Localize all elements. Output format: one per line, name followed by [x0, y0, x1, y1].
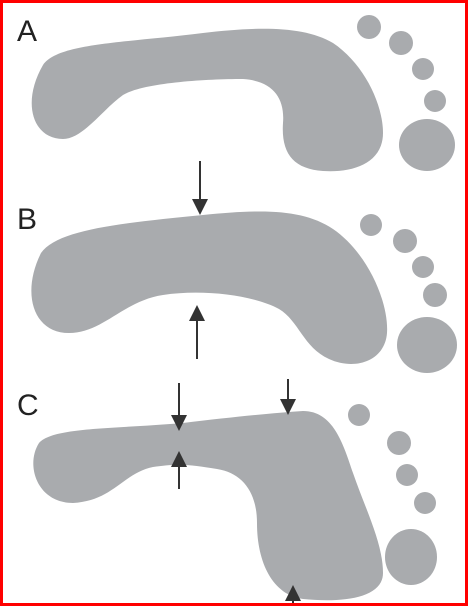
toe-a-4 — [424, 90, 446, 112]
footprint-b-body — [31, 212, 387, 364]
toe-c-4 — [414, 492, 436, 514]
toe-a-big — [399, 119, 455, 171]
toe-a-1 — [357, 15, 381, 39]
toe-c-1 — [348, 404, 370, 426]
toe-a-3 — [412, 58, 434, 80]
toe-b-2 — [393, 229, 417, 253]
toe-b-3 — [412, 256, 434, 278]
footprint-diagram — [3, 3, 465, 603]
footprint-a-body — [32, 29, 383, 172]
toe-c-3 — [396, 464, 418, 486]
toe-b-4 — [423, 283, 447, 307]
toe-b-big — [397, 317, 457, 373]
footprint-b — [31, 161, 457, 373]
footprint-c-body — [33, 411, 383, 600]
toe-c-2 — [387, 431, 411, 455]
toe-c-big — [385, 529, 437, 585]
footprint-c — [33, 379, 437, 603]
toe-b-1 — [360, 214, 382, 236]
toe-a-2 — [389, 31, 413, 55]
footprint-a — [32, 15, 455, 171]
